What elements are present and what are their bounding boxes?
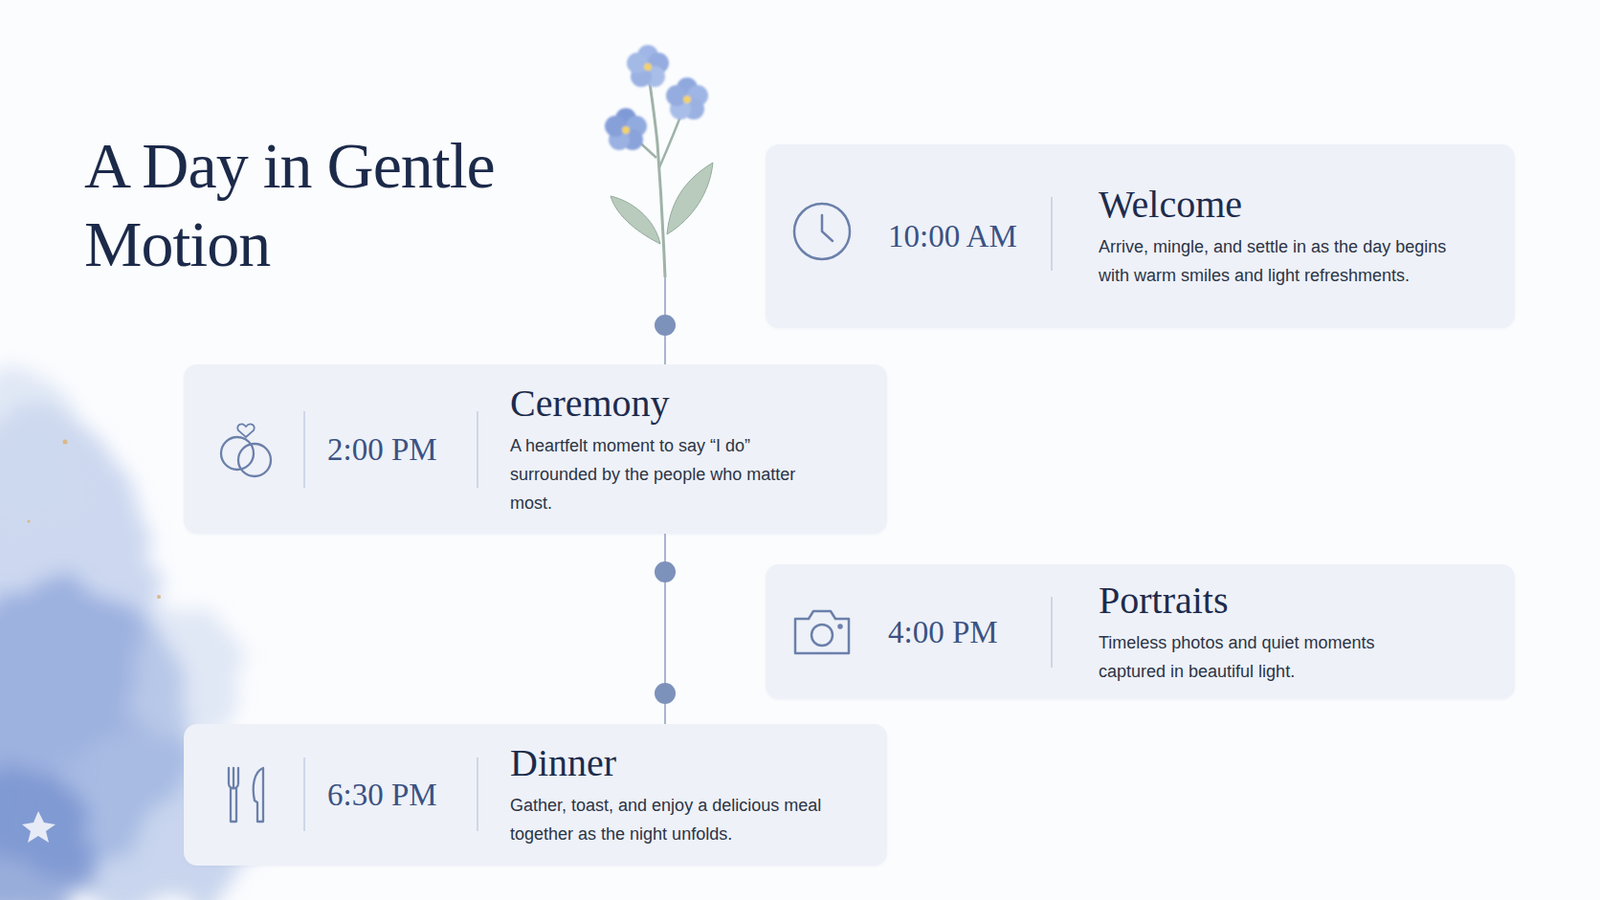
flower-illustration-part — [604, 108, 647, 151]
watercolor-speckles-part — [63, 440, 68, 445]
page-title: A Day in Gentle Motion — [84, 126, 621, 284]
event-card: 6:30 PM DinnerGather, toast, and enjoy a … — [183, 724, 888, 867]
flower-illustration-part-part — [622, 129, 644, 151]
flower-illustration — [604, 44, 713, 278]
event-card: 10:00 AM WelcomeArrive, mingle, and settl… — [765, 144, 1515, 329]
event-text-column: PortraitsTimeless photos and quiet momen… — [1098, 564, 1429, 700]
watercolor-speckles — [26, 440, 161, 600]
flower-illustration-part-part — [676, 77, 698, 99]
flower-illustration-part-part — [687, 85, 709, 107]
flower-illustration-part — [666, 162, 713, 235]
event-heading: Dinner — [510, 741, 855, 786]
timeline-dots-part — [654, 683, 676, 705]
flower-illustration-part-part — [625, 115, 647, 137]
timeline-dots-part — [654, 561, 676, 583]
watercolor-wash-part — [124, 602, 240, 737]
flower-illustration-part-part — [666, 85, 688, 107]
flower-illustration-part-part — [683, 98, 705, 120]
flower-illustration-part-part — [644, 63, 652, 71]
event-heading: Ceremony — [510, 381, 798, 426]
timeline-dots-part — [654, 314, 676, 336]
event-time: 6:30 PM — [327, 777, 438, 814]
event-time: 2:00 PM — [327, 431, 438, 467]
flower-illustration-part — [659, 99, 688, 168]
flower-illustration-part-part — [630, 66, 652, 88]
watercolor-wash-part — [0, 583, 192, 871]
flower-illustration-part — [647, 68, 666, 278]
event-heading: Welcome — [1098, 182, 1472, 227]
flower-illustration-part-part — [637, 44, 659, 67]
event-text-column: DinnerGather, toast, and enjoy a delicio… — [510, 724, 855, 867]
event-heading: Portraits — [1098, 578, 1429, 623]
flower-illustration-part-part — [615, 108, 637, 130]
flower-illustration-part-part — [626, 52, 648, 74]
event-text-column: Ceremony A heartfelt moment to say “I do”… — [510, 364, 798, 534]
flower-illustration-part-part — [669, 98, 691, 120]
flower-illustration-part-part — [622, 126, 630, 134]
flower-illustration-part-part — [683, 95, 691, 104]
flower-illustration-part-part — [608, 129, 630, 151]
flower-illustration-part-part — [647, 52, 669, 74]
event-time: 4:00 PM — [888, 614, 999, 650]
event-card: 4:00 PM PortraitsTimeless photos and quie… — [765, 564, 1515, 700]
flower-illustration-part — [626, 130, 657, 158]
flower-illustration-part — [626, 44, 669, 88]
watercolor-speckles-part — [26, 519, 30, 523]
watercolor-wash-part — [0, 373, 87, 527]
watercolor-speckles-part — [156, 595, 161, 600]
watercolor-star — [22, 811, 56, 844]
flower-illustration-part-part — [604, 115, 626, 137]
event-card: 2:00 PM Ceremony A heartfelt moment to say… — [183, 364, 888, 534]
event-description: A heartfelt moment to say “I do” surroun… — [510, 431, 798, 518]
event-description: Gather, toast, and enjoy a delicious mea… — [510, 791, 855, 849]
event-description: Timeless photos and quiet moments captur… — [1098, 628, 1429, 687]
event-text-column: WelcomeArrive, mingle, and settle in as … — [1098, 144, 1472, 329]
event-description: Arrive, mingle, and settle in as the day… — [1098, 232, 1472, 290]
watercolor-wash-part — [0, 411, 154, 776]
flower-illustration-part — [666, 77, 709, 120]
watercolor-wash-part — [0, 765, 96, 900]
event-time: 10:00 AM — [888, 219, 1018, 255]
flower-illustration-part-part — [644, 66, 666, 88]
flower-illustration-part — [610, 196, 661, 245]
